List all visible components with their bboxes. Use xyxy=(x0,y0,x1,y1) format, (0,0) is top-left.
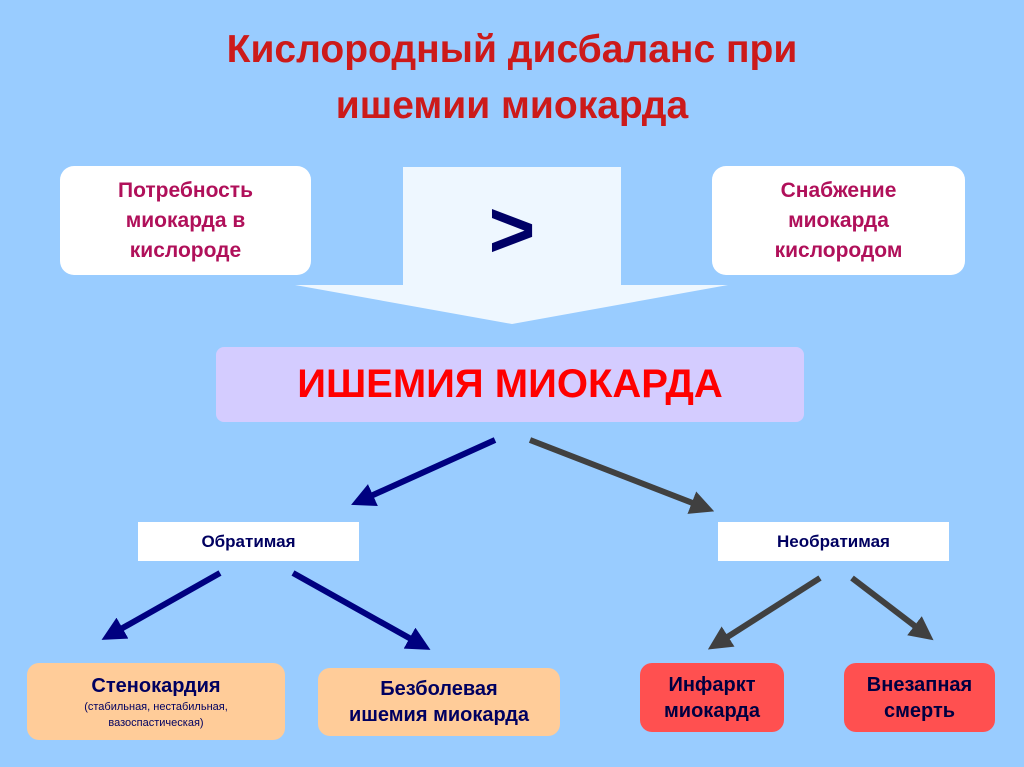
arrow-to-silent xyxy=(291,570,431,650)
arrow-to-sudden-death xyxy=(850,575,934,641)
demand-box: Потребность миокарда в кислороде xyxy=(60,166,311,275)
infarct-text: миокарда xyxy=(664,699,760,722)
angina-title: Стенокардия xyxy=(91,674,221,697)
reversible-box: Обратимая xyxy=(138,522,359,561)
angina-subtitle: вазоспастическая) xyxy=(108,716,204,729)
infarct-text: Инфаркт xyxy=(668,673,756,696)
supply-box: Снабжение миокарда кислородом xyxy=(712,166,965,275)
supply-text: миокарда xyxy=(788,208,889,232)
big-down-arrow xyxy=(295,167,728,324)
demand-text: кислороде xyxy=(129,238,242,262)
infarct-box: Инфаркт миокарда xyxy=(640,663,784,732)
silent-ischemia-text: Безболевая xyxy=(380,678,498,700)
arrow-to-reversible xyxy=(351,437,497,507)
demand-text: Потребность xyxy=(118,178,253,202)
demand-text: миокарда в xyxy=(125,208,246,232)
greater-than-sign: > xyxy=(488,185,536,274)
supply-text: Снабжение xyxy=(780,178,897,202)
slide-title: Кислородный дисбаланс при ишемии миокард… xyxy=(0,22,1024,134)
title-line: Кислородный дисбаланс при xyxy=(226,28,798,71)
irreversible-box: Необратимая xyxy=(718,522,949,561)
sudden-death-box: Внезапная смерть xyxy=(844,663,995,732)
arrow-to-irreversible xyxy=(528,437,715,514)
title-line: ишемии миокарда xyxy=(335,84,689,127)
angina-box: Стенокардия (стабильная, нестабильная, в… xyxy=(27,663,285,740)
ischemia-box: ИШЕМИЯ МИОКАРДА xyxy=(216,347,804,422)
silent-ischemia-box: Безболевая ишемия миокарда xyxy=(318,668,560,736)
angina-subtitle: (стабильная, нестабильная, xyxy=(84,700,228,713)
sudden-death-text: Внезапная xyxy=(866,673,973,696)
sudden-death-text: смерть xyxy=(883,699,956,722)
arrow-to-angina xyxy=(101,570,222,640)
arrow-to-infarct xyxy=(707,575,822,650)
silent-ischemia-text: ишемия миокарда xyxy=(348,704,530,726)
supply-text: кислородом xyxy=(774,238,903,262)
